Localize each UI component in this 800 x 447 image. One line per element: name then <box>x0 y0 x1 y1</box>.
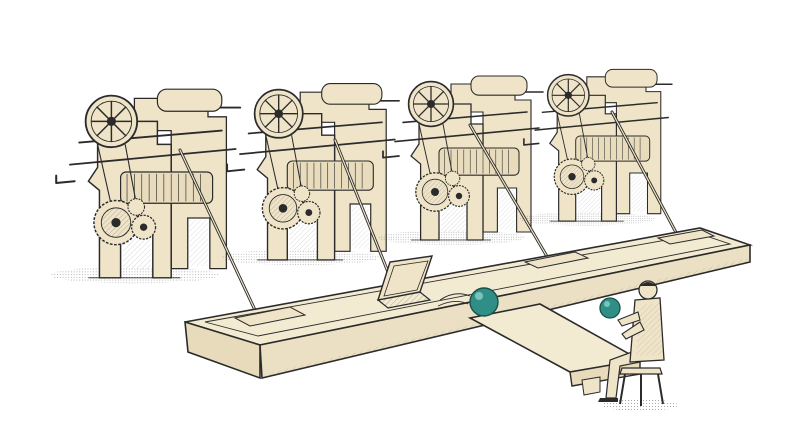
ball-on-track <box>469 287 499 317</box>
ball-in-hand <box>599 297 621 319</box>
machine-3 <box>376 75 544 246</box>
machine-1 <box>48 88 242 285</box>
machine-2 <box>220 82 401 267</box>
machine-4 <box>517 68 673 227</box>
trapdoor <box>376 255 434 309</box>
cross-track <box>467 303 643 396</box>
seated-man <box>598 280 678 411</box>
